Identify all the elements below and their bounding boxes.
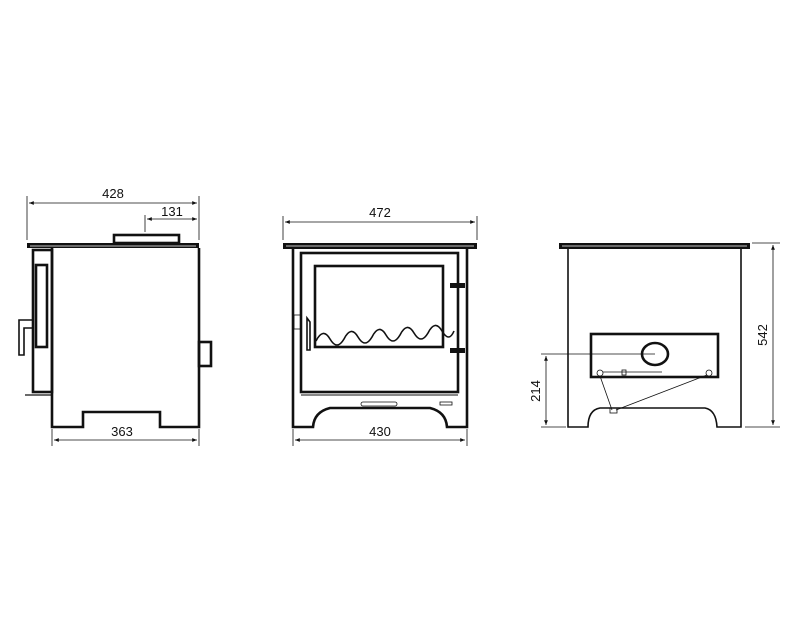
- back-fixing-bracket: [609, 407, 618, 414]
- front-body: [291, 249, 469, 429]
- front-glass: [313, 264, 445, 349]
- dim-label-428: 428: [102, 186, 124, 201]
- side-rear-knob: [197, 340, 213, 368]
- front-upper-hinge: [450, 283, 465, 288]
- front-lower-hinge: [450, 348, 465, 353]
- drawing-line: [621, 369, 627, 376]
- side-flue-collar: [112, 233, 181, 245]
- back-outlet-panel: [589, 332, 720, 379]
- front-door: [299, 251, 460, 394]
- front-door-handle: [306, 315, 311, 351]
- dim-label-214: 214: [528, 380, 543, 402]
- drawing-line: [615, 374, 708, 411]
- dim-label-131: 131: [161, 204, 183, 219]
- side-door-profile: [31, 248, 54, 394]
- back-bolt-right: [705, 369, 713, 377]
- side-top-plate: [27, 243, 199, 248]
- side-view: 428 131 363: [18, 186, 213, 446]
- side-glass-frame: [34, 263, 49, 349]
- front-secondary-control: [439, 401, 453, 406]
- dim-label-472: 472: [369, 205, 391, 220]
- front-log-retainer: [315, 324, 455, 346]
- back-view: 542 214: [528, 242, 780, 428]
- front-air-slider: [360, 401, 398, 407]
- back-body: [567, 249, 742, 428]
- drawing-line: [599, 375, 613, 411]
- side-handle: [18, 319, 33, 356]
- front-view: 472 430: [282, 205, 478, 446]
- dim-label-430: 430: [369, 424, 391, 439]
- back-bolt-left: [596, 369, 604, 377]
- dim-label-542: 542: [755, 324, 770, 346]
- front-latch: [293, 314, 302, 330]
- dim-label-363: 363: [111, 424, 133, 439]
- side-body: [50, 248, 201, 429]
